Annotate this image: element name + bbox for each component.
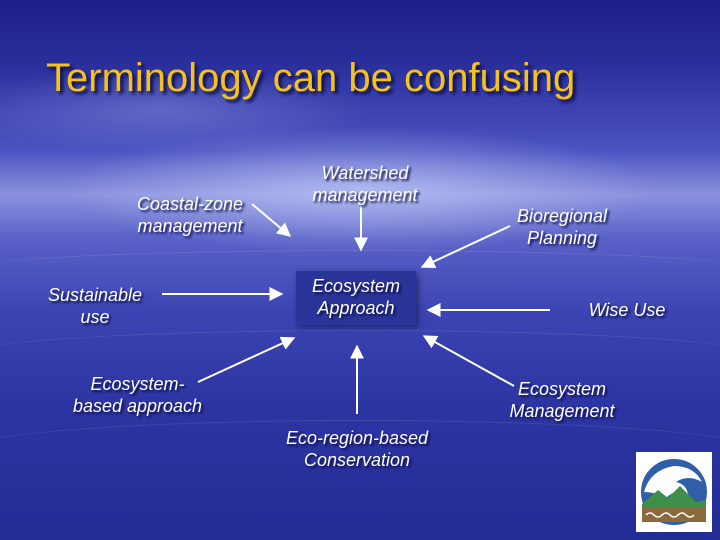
term-coastal-zone-management: Coastal-zone management: [136, 194, 244, 236]
arrow-ecosystem-management: [422, 335, 515, 387]
arrow-bioregional: [420, 225, 511, 269]
term-ecosystem-based-approach: Ecosystem- based approach: [72, 374, 203, 416]
term-sustainable-use: Sustainable use: [47, 285, 143, 327]
term-ecosystem-management: Ecosystem Management: [509, 379, 615, 421]
term-wise-use: Wise Use: [588, 300, 666, 320]
term-watershed-management: Watershed management: [312, 163, 418, 205]
term-eco-region-based-conservation: Eco-region-based Conservation: [285, 428, 429, 470]
water-ripple: [0, 330, 720, 381]
slide-title: Terminology can be confusing: [46, 56, 576, 100]
center-box: [296, 271, 416, 325]
term-bioregional-planning: Bioregional Planning: [516, 206, 608, 248]
center-term-ecosystem-approach: Ecosystem Approach: [311, 276, 401, 318]
ocean-wave-mountain-logo-icon: [636, 452, 712, 532]
arrow-coastal-zone: [251, 203, 292, 237]
arrow-ecosystem-based: [197, 336, 296, 383]
water-ripple: [0, 420, 720, 481]
